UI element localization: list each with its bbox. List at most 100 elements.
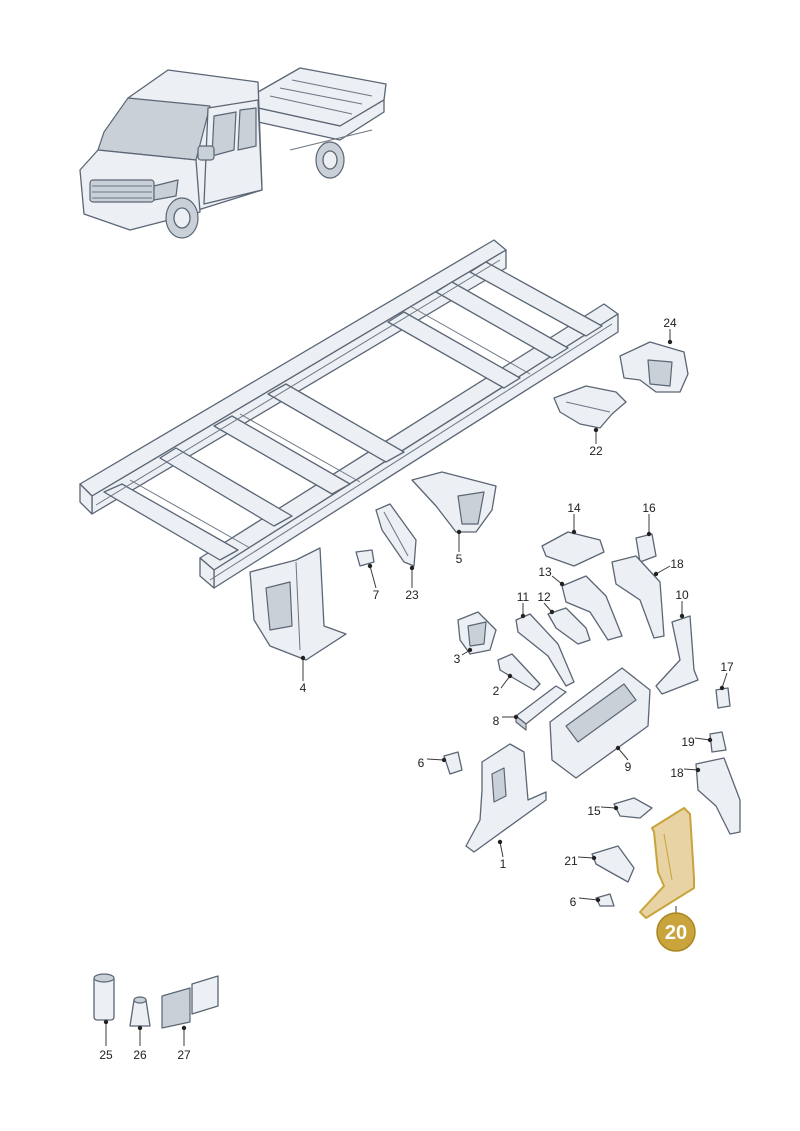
part-15	[613, 797, 653, 819]
callout-20: 20	[656, 906, 696, 952]
callout-number: 18	[670, 766, 684, 780]
part-9	[549, 667, 651, 779]
callout-26: 26	[133, 1025, 147, 1062]
callout-number: 5	[456, 552, 463, 566]
part-14	[541, 531, 605, 567]
leader-dot	[679, 613, 685, 619]
leader-dot	[507, 673, 513, 679]
leader-line	[721, 672, 728, 689]
part-19	[709, 731, 727, 753]
callout-number: 14	[567, 501, 581, 515]
leader-dot	[695, 767, 701, 773]
callout-number: 26	[133, 1048, 147, 1062]
part-12	[547, 607, 591, 645]
part-4	[249, 547, 347, 661]
callout-7: 7	[367, 563, 380, 602]
callout-number: 3	[454, 652, 461, 666]
leader-dot	[367, 563, 373, 569]
leader-dot	[441, 757, 447, 763]
leader-dot	[593, 427, 599, 433]
chassis-frame	[79, 239, 619, 589]
callout-number: 15	[587, 804, 601, 818]
callout-17: 17	[719, 660, 734, 691]
leader-line	[578, 897, 599, 901]
callout-number: 19	[681, 735, 695, 749]
callout-number: 17	[720, 660, 734, 674]
callout-number: 23	[405, 588, 419, 602]
leader-line	[499, 841, 504, 858]
part-20-highlighted	[639, 807, 695, 919]
part-6-lower	[595, 893, 615, 907]
callout-number: 13	[538, 565, 552, 579]
callout-number: 8	[493, 714, 500, 728]
leader-dot	[591, 855, 597, 861]
callout-27: 27	[177, 1025, 191, 1062]
leader-line	[655, 565, 671, 575]
callout-5: 5	[456, 529, 463, 566]
part-25	[93, 973, 115, 1021]
callout-18: 18	[653, 557, 684, 577]
leader-dot	[409, 565, 415, 571]
callout-13: 13	[538, 565, 565, 587]
callout-number: 7	[373, 588, 380, 602]
callout-number: 27	[177, 1048, 191, 1062]
part-5	[411, 471, 497, 533]
leader-dot	[615, 745, 621, 751]
part-2	[497, 653, 541, 691]
part-22	[553, 385, 627, 429]
part-16	[635, 533, 657, 563]
callout-6: 6	[570, 895, 601, 909]
callout-25: 25	[99, 1019, 113, 1062]
callout-number: 6	[570, 895, 577, 909]
part-13	[561, 575, 623, 641]
part-27	[161, 975, 219, 1029]
leader-line	[426, 758, 445, 761]
callout-number: 1	[500, 857, 507, 871]
callout-number: 11	[517, 590, 530, 604]
callout-number: 12	[537, 590, 551, 604]
callout-2: 2	[493, 673, 513, 698]
part-18-upper	[611, 555, 665, 639]
part-7	[355, 549, 375, 567]
part-18-lower	[695, 757, 741, 835]
callout-1: 1	[497, 839, 507, 871]
callout-10: 10	[675, 588, 689, 619]
leader-dot	[300, 655, 306, 661]
part-8	[515, 685, 567, 731]
callout-9: 9	[615, 745, 632, 774]
leader-dot	[103, 1019, 109, 1025]
callout-4: 4	[300, 655, 307, 695]
callout-number: 10	[675, 588, 689, 602]
callout-number: 18	[670, 557, 684, 571]
callout-number: 4	[300, 681, 307, 695]
leader-line	[694, 737, 711, 741]
part-23	[375, 503, 417, 567]
part-26	[129, 996, 151, 1027]
part-21	[591, 845, 635, 883]
part-1	[465, 743, 547, 853]
callout-number: 9	[625, 760, 632, 774]
callout-19: 19	[681, 735, 713, 749]
callout-number: 21	[564, 854, 578, 868]
leader-dot	[549, 609, 555, 615]
leader-line	[500, 675, 511, 689]
leader-dot	[646, 531, 652, 537]
part-11	[515, 613, 575, 687]
callout-22: 22	[589, 427, 603, 458]
leader-dot	[707, 737, 713, 743]
callout-6: 6	[418, 756, 447, 770]
callout-number: 6	[418, 756, 425, 770]
part-3	[457, 611, 497, 655]
callout-8: 8	[493, 714, 519, 728]
callout-24: 24	[663, 316, 677, 345]
leader-dot	[595, 897, 601, 903]
truck-illustration	[79, 67, 387, 239]
callout-23: 23	[405, 565, 419, 602]
part-17	[715, 687, 731, 709]
leader-dot	[571, 529, 577, 535]
leader-dot	[467, 647, 473, 653]
leader-dot	[137, 1025, 143, 1031]
leader-line	[369, 565, 377, 589]
